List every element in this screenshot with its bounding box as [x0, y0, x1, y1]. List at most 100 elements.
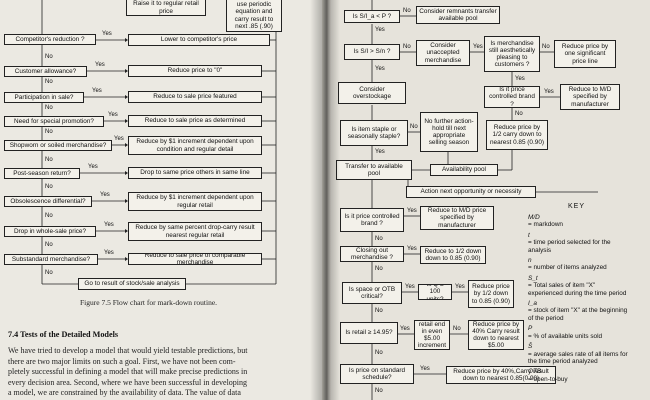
key-symbol: P: [528, 325, 533, 333]
reduce-mfr-text: Reduce to M/D specified by manufacturer: [568, 86, 612, 108]
question-text-7: Obsolescence differential?: [10, 197, 86, 205]
action-text-1: Lower to competitor's price: [160, 36, 238, 44]
action-text-3: Reduce to sale price featured: [153, 93, 237, 101]
st-question-box: Is S/I_a < P ?: [344, 10, 400, 23]
reduce-half3-box: Reduce price by 1/2 down to 0.85 (0.90): [468, 280, 514, 308]
question-box-3: Participation in sale?: [4, 92, 84, 103]
key-definition: = stock of item "X" at the beginning of …: [528, 307, 628, 322]
controlled2-question-text: Is it price controlled brand ?: [344, 212, 400, 227]
question-box-5: Shopworn or soiled merchandise?: [4, 140, 112, 151]
question-box-9: Substandard merchandise?: [4, 254, 98, 265]
action-text-2: Reduce price to "0": [167, 67, 223, 75]
key-symbol: S̄: [528, 343, 533, 351]
question-box-4: Need for special promotion?: [4, 116, 104, 127]
no-label: No: [375, 236, 383, 242]
reduce-half3-text: Reduce price by 1/2 down to 0.85 (0.90): [471, 283, 510, 305]
question-text-8: Drop in whole-sale price?: [13, 227, 87, 235]
staple-question-text: Is item staple or seasonally staple?: [347, 125, 401, 140]
action-box-4: Reduce to sale price as determined: [128, 115, 262, 127]
book-gutter-shadow: [310, 0, 340, 400]
unaccepted-text: Consider unaccepted merchandise: [424, 42, 462, 64]
yes-label: Yes: [95, 62, 105, 68]
key-definition: = markdown: [528, 221, 563, 229]
closing-question-box: Closing out merchandise ?: [340, 246, 404, 262]
overstockage-box: Consider overstockage: [338, 82, 406, 104]
yes-label: Yes: [400, 326, 410, 332]
question-box-1: Competitor's reduction ?: [4, 34, 96, 45]
overstockage-text: Consider overstockage: [352, 85, 391, 100]
action-box-2: Reduce price to "0": [128, 65, 262, 77]
question-text-9: Substandard merchandise?: [11, 255, 91, 263]
availability-pool-box: Availability pool: [430, 164, 498, 176]
action-box-9: Reduce to sale price of comparable merch…: [128, 253, 262, 265]
yes-label: Yes: [544, 89, 554, 95]
yes-label: Yes: [104, 222, 114, 228]
st2-question-text: Is S/I > S/n ?: [353, 48, 391, 56]
action-box-5: Reduce by $1 increment dependent upon co…: [128, 136, 262, 155]
yes-label: Yes: [455, 284, 465, 290]
key-definition: = Total sales of item "X" experienced du…: [528, 282, 627, 297]
question-box-6: Post-season return?: [4, 168, 80, 179]
action-next-text: Action next opportunity or necessity: [420, 188, 522, 196]
reduce-half-box: Reduce price by 1/2 carry down to neares…: [486, 120, 548, 150]
retail-question-text: Is retail ≥ 14.95?: [345, 329, 393, 337]
periodic-equation-box: use periodic equation and carry result t…: [226, 0, 282, 32]
transfer-box: Transfer to available pool: [336, 160, 412, 180]
no-further-text: No further action-hold till next appropr…: [424, 117, 474, 147]
q100-question-text: Is Q ≥ 100 units?: [426, 284, 444, 300]
key-row: S_t= Total sales of item "X" experienced…: [528, 275, 650, 297]
key-list: M/D= markdown t= time period selected fo…: [528, 214, 650, 383]
yes-label: Yes: [405, 284, 415, 290]
no-label: No: [45, 242, 53, 248]
reduce-sig-text: Reduce price by one significant price li…: [561, 43, 609, 65]
space-question-box: Is space or OTB critical?: [342, 282, 402, 304]
question-text-1: Competitor's reduction ?: [15, 35, 85, 43]
action-box-3: Reduce to sale price featured: [128, 91, 262, 103]
pleasing-question-text: Is merchandise still aesthetically pleas…: [488, 39, 536, 69]
body-text: We have tried to develop a model that wo…: [8, 346, 308, 399]
controlled-question-box: Is it price controlled brand ?: [484, 86, 540, 108]
reduce-40b-text: Reduce price by 40%,Carry result down to…: [453, 367, 549, 382]
closing-question-text: Closing out merchandise ?: [351, 246, 393, 261]
key-row: M/D= markdown: [528, 214, 650, 229]
no-label: No: [45, 54, 53, 60]
reduce-half2-text: Reduce to 1/2 down down to 0.85 (0.90): [424, 247, 482, 262]
key-symbol: I_a: [528, 300, 537, 308]
figure-caption: Figure 7.5 Flow chart for mark-down rout…: [80, 298, 218, 307]
no-further-box: No further action-hold till next appropr…: [420, 112, 478, 152]
no-label: No: [45, 157, 53, 163]
yes-label: Yes: [420, 366, 430, 372]
no-label: No: [410, 124, 418, 130]
action-text-7: Reduce by $1 increment dependent upon re…: [136, 194, 254, 209]
pleasing-question-box: Is merchandise still aesthetically pleas…: [484, 36, 540, 72]
key-row: OTB= open-to-buy: [528, 368, 650, 383]
yes-label: Yes: [473, 44, 483, 50]
raise-to-regular-box: Raise it to regular retail price: [126, 0, 206, 16]
action-text-4: Reduce to sale price as determined: [144, 117, 246, 125]
yes-label: Yes: [375, 149, 385, 155]
no-label: No: [45, 129, 53, 135]
end-question-text: Does retail end in even $5.00 increment …: [417, 320, 447, 350]
controlled-question-text: Is it price controlled brand ?: [489, 86, 535, 108]
reduce-mfr-box: Reduce to M/D specified by manufacturer: [560, 84, 620, 110]
yes-label: Yes: [108, 112, 118, 118]
key-symbol: OTB: [528, 368, 542, 376]
yes-label: Yes: [102, 31, 112, 37]
question-text-5: Shopworn or soiled merchandise?: [9, 141, 107, 149]
no-label: No: [375, 308, 383, 314]
remnants-box: Consider remnants transfer available poo…: [416, 6, 500, 24]
final-box-text: Go to result of stock/sale analysis: [84, 280, 180, 288]
reduce-md-box: Reduce to M/D price specified by manufac…: [420, 206, 494, 230]
key-row: I_a= stock of item "X" at the beginning …: [528, 300, 650, 322]
action-box-7: Reduce by $1 increment dependent upon re…: [128, 192, 262, 211]
q100-question-box: Is Q ≥ 100 units?: [418, 284, 452, 300]
final-box: Go to result of stock/sale analysis: [78, 278, 186, 290]
reduce-half-text: Reduce price by 1/2 carry down to neares…: [490, 124, 544, 146]
key-heading: KEY: [568, 203, 586, 210]
reduce-md-text: Reduce to M/D price specified by manufac…: [427, 207, 487, 229]
end-question-box: Does retail end in even $5.00 increment …: [414, 320, 450, 350]
remnants-text: Consider remnants transfer available poo…: [419, 7, 497, 22]
yes-label: Yes: [375, 66, 385, 72]
yes-label: Yes: [88, 164, 98, 170]
body-line: We have tried to develop a model that wo…: [8, 346, 248, 355]
